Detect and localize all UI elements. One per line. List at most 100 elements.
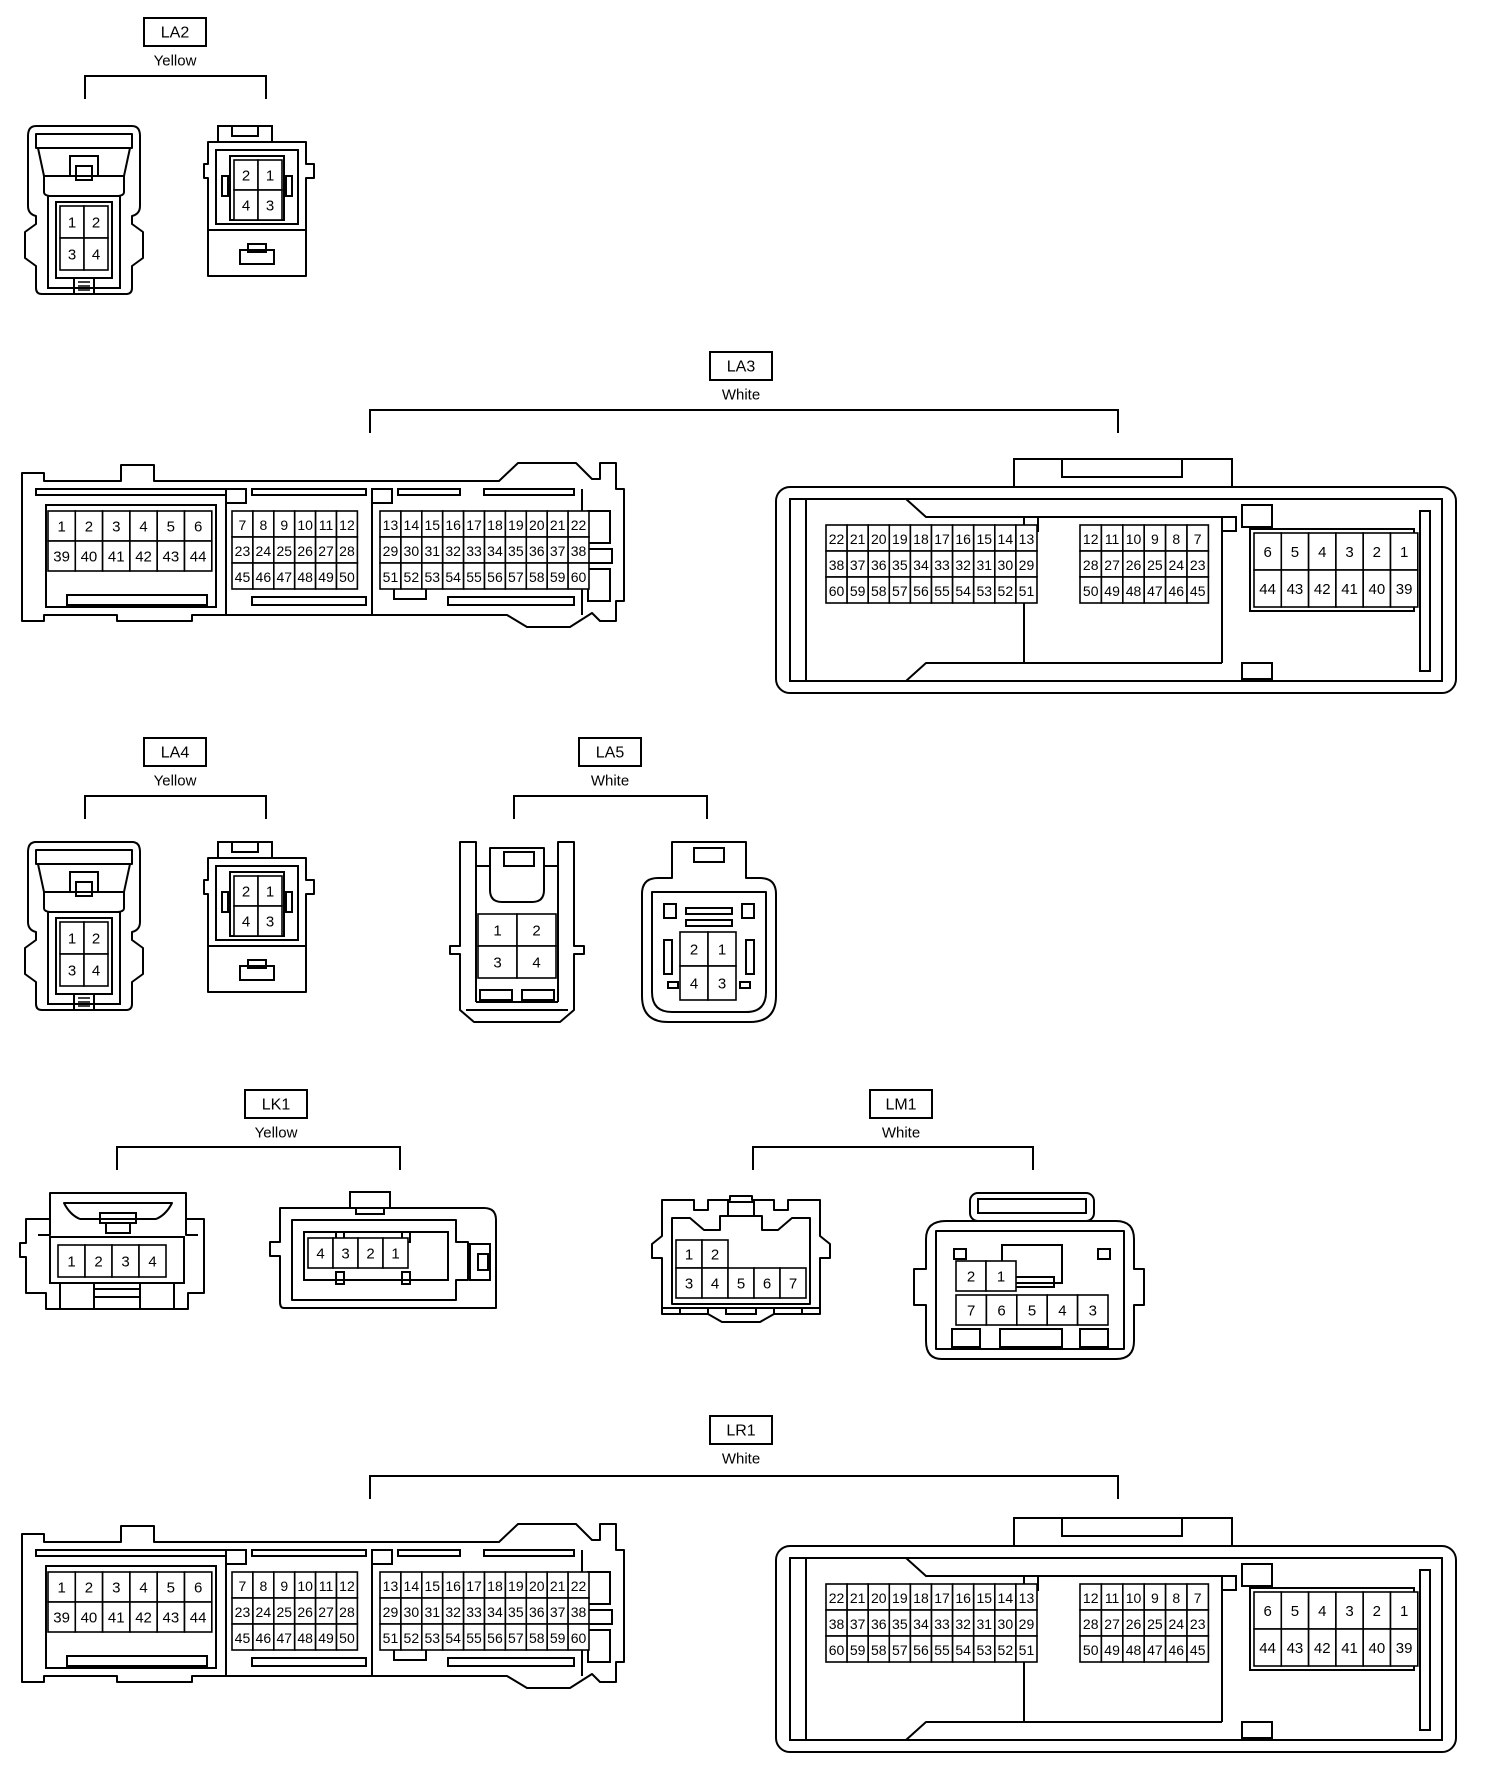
pin-cell [701, 1239, 729, 1269]
housing-outline [269, 1207, 497, 1309]
pin-number: 32 [955, 557, 971, 573]
pin-number: 44 [1259, 581, 1276, 598]
pin-number: 29 [1019, 1616, 1035, 1632]
connector-color: White [882, 1125, 920, 1142]
pin-number: 53 [424, 569, 440, 585]
pin-cell [1389, 1628, 1419, 1667]
pin-cell [1076, 1294, 1109, 1326]
pin-number: 12 [339, 1578, 355, 1594]
pin-cell [477, 913, 518, 947]
pin-cell [779, 1267, 807, 1299]
pin-cell [83, 953, 109, 987]
pin-number: 32 [955, 1616, 971, 1632]
pin-cell [257, 905, 283, 937]
pin-number: 16 [445, 517, 461, 533]
pin-number: 45 [1190, 583, 1206, 599]
pin-cell [83, 921, 109, 955]
pin-number: 40 [1369, 1640, 1386, 1657]
pin-cell [707, 931, 737, 967]
connector-code-box [143, 17, 207, 47]
pin-number: 52 [404, 1630, 420, 1646]
pin-number: 25 [276, 543, 292, 559]
pin-number: 35 [892, 1616, 908, 1632]
pin-number: 2 [1373, 544, 1381, 561]
housing-outline [447, 596, 575, 606]
pin-number: 41 [108, 1610, 125, 1627]
housing-outline [1061, 1517, 1183, 1537]
pin-number: 58 [871, 583, 887, 599]
pin-number: 33 [466, 1604, 482, 1620]
pin-number: 43 [163, 549, 180, 566]
housing-outline [503, 851, 535, 867]
pin-number: 40 [81, 1610, 98, 1627]
pin-number: 55 [466, 569, 482, 585]
pin-number: 6 [194, 519, 202, 536]
pin-number: 11 [319, 1578, 334, 1594]
pin-number: 38 [829, 1616, 845, 1632]
pin-number: 3 [68, 247, 76, 264]
pin-cell [1389, 1591, 1419, 1630]
pin-number: 39 [1396, 1640, 1413, 1657]
pin-number: 4 [242, 198, 250, 215]
pin-number: 56 [913, 583, 929, 599]
pin-number: 57 [508, 1630, 524, 1646]
housing-outline [37, 863, 131, 893]
housing-outline [913, 1220, 1145, 1360]
pin-number: 13 [383, 1578, 399, 1594]
pin-cell [1186, 1635, 1210, 1663]
housing-outline [663, 939, 673, 975]
housing-outline [371, 488, 393, 504]
pin-number: 9 [1151, 1590, 1159, 1606]
housing-outline [587, 1571, 611, 1605]
housing-outline [953, 1248, 967, 1260]
pin-cell [955, 1294, 988, 1326]
pin-number: 31 [424, 1604, 440, 1620]
pin-number: 45 [235, 1630, 251, 1646]
housing-outline [667, 981, 679, 989]
pin-cell [1335, 1628, 1365, 1667]
pin-number: 1 [391, 1246, 399, 1263]
housing-outline [1419, 1569, 1431, 1731]
pin-number: 9 [1151, 531, 1159, 547]
pin-number: 60 [571, 1630, 587, 1646]
pin-number: 54 [445, 569, 461, 585]
pin-number: 25 [276, 1604, 292, 1620]
pin-cell [59, 237, 85, 271]
pin-number: 16 [955, 531, 971, 547]
pin-number: 31 [976, 1616, 992, 1632]
pin-number: 1 [997, 1269, 1005, 1286]
pin-number: 44 [190, 549, 207, 566]
housing-outline [739, 981, 751, 989]
housing-outline [47, 911, 121, 1005]
pin-number: 1 [718, 942, 726, 959]
pin-number: 46 [256, 1630, 272, 1646]
pin-number: 47 [276, 569, 292, 585]
pin-number: 13 [1019, 531, 1035, 547]
housing-outline [1221, 516, 1237, 532]
housing-outline [251, 1657, 367, 1667]
pin-number: 8 [259, 517, 267, 533]
pin-number: 27 [1104, 1616, 1120, 1632]
housing-outline [19, 1192, 205, 1310]
pin-number: 23 [235, 1604, 251, 1620]
pin-number: 6 [1263, 1603, 1271, 1620]
housing-outline [951, 1328, 981, 1348]
pin-number: 9 [280, 1578, 288, 1594]
pin-number: 17 [934, 531, 950, 547]
pin-number: 25 [1147, 1616, 1163, 1632]
pin-number: 51 [1019, 1642, 1035, 1658]
housing-outline [21, 1523, 625, 1689]
housing-outline [773, 1307, 803, 1315]
housing-outline [693, 847, 725, 863]
housing-outline [1241, 662, 1273, 680]
pin-number: 60 [571, 569, 587, 585]
pin-number: 35 [508, 543, 524, 559]
pin-number: 26 [1126, 557, 1142, 573]
pin-number: 48 [297, 1630, 313, 1646]
housing-outline [806, 662, 1024, 682]
